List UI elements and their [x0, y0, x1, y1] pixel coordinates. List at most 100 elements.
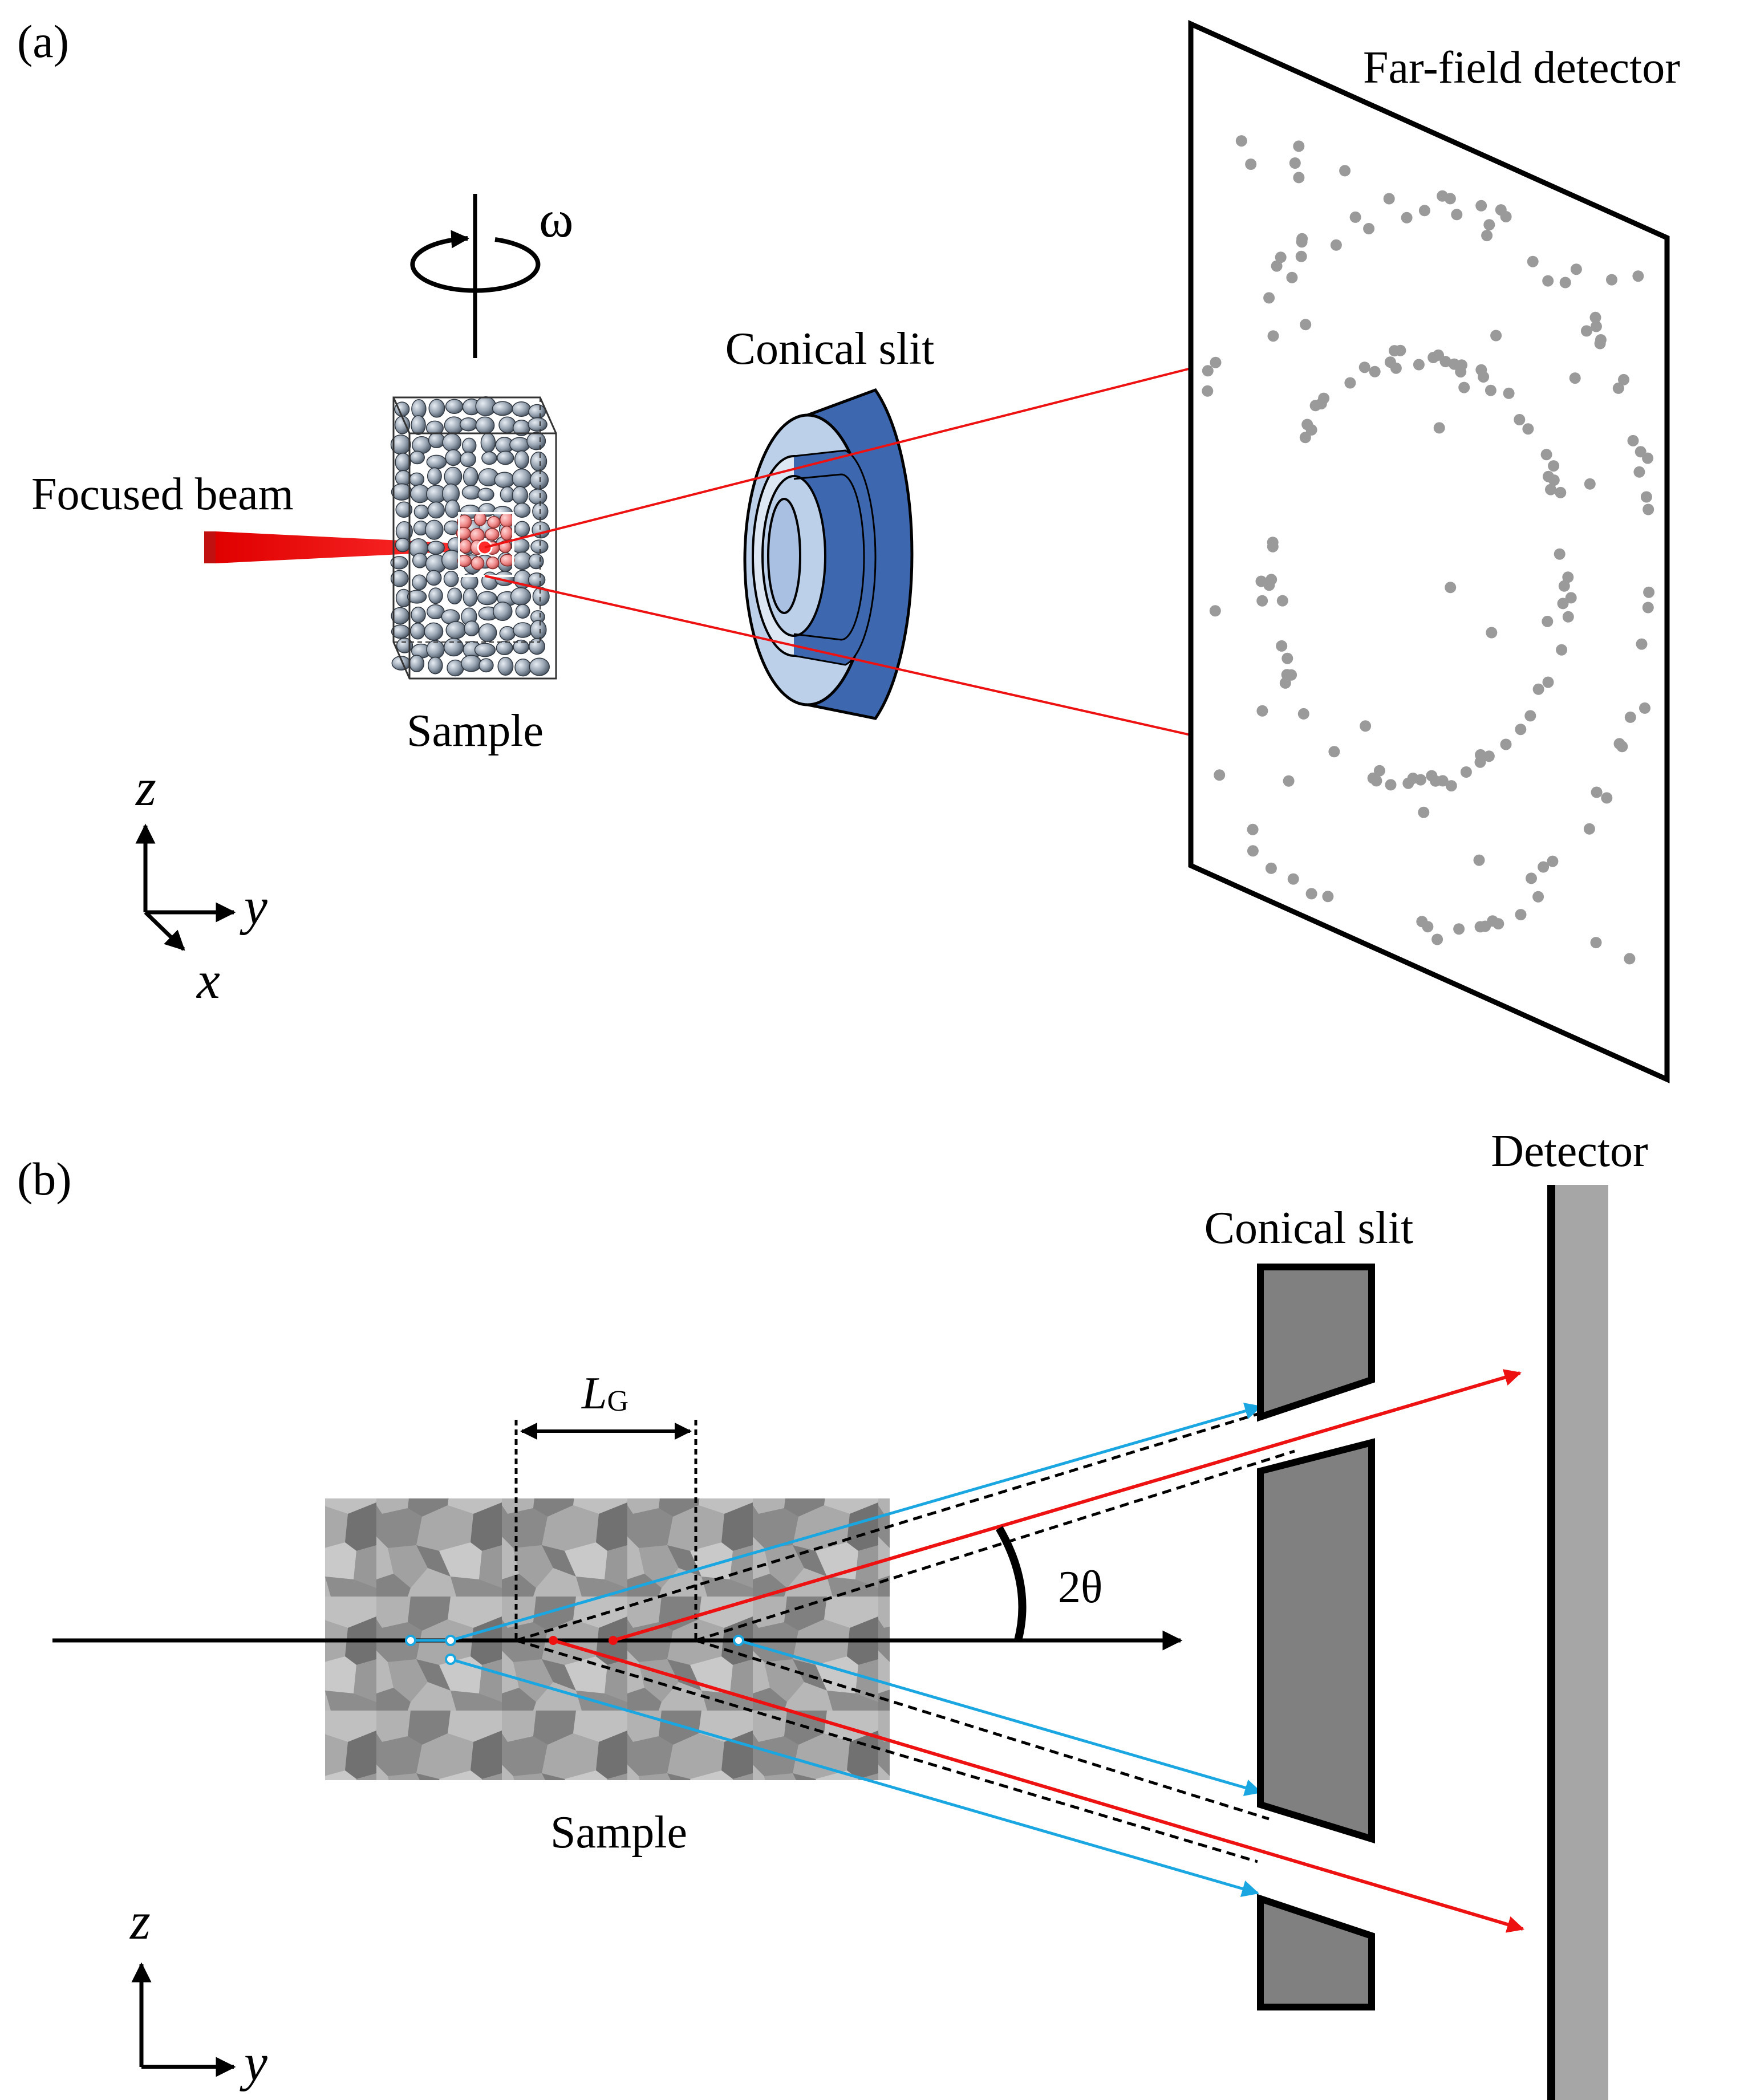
slit-block-top: [1257, 1264, 1375, 1422]
axes-a: z y x: [135, 758, 267, 1009]
grain: [447, 587, 463, 604]
conical-slit-label-b: Conical slit: [1204, 1203, 1414, 1253]
grain: [460, 452, 476, 468]
diffraction-spot: [1444, 193, 1456, 205]
diffraction-spot: [1636, 638, 1648, 650]
grain: [445, 499, 460, 518]
diffraction-spot: [1245, 159, 1257, 170]
diffraction-spot: [1385, 779, 1397, 791]
diffraction-spot: [1479, 920, 1491, 932]
diffraction-spot: [1293, 140, 1305, 152]
diffraction-spot: [1635, 446, 1646, 458]
diffraction-spot: [1548, 460, 1560, 472]
grain: [529, 470, 549, 490]
grain: [464, 620, 480, 636]
grain: [409, 655, 425, 672]
gauge-length: LG: [514, 1368, 697, 1642]
diffraction-spot: [1214, 769, 1226, 781]
diffraction-spot: [1522, 423, 1534, 435]
diffraction-spot: [1389, 345, 1400, 357]
diffraction-spot: [1373, 765, 1385, 777]
diffraction-spot: [1547, 855, 1559, 867]
diffraction-spot: [1202, 385, 1214, 397]
diffraction-spot: [1295, 250, 1307, 262]
diffraction-spot: [1584, 478, 1596, 490]
source-points: [405, 1635, 744, 1665]
grain: [477, 591, 497, 606]
diffraction-spot: [1209, 605, 1221, 617]
diffraction-spot: [1265, 862, 1277, 874]
grain: [444, 466, 463, 486]
diffraction-spot: [1413, 359, 1425, 371]
diffraction-spot: [1267, 541, 1279, 553]
diffraction-spot: [1299, 432, 1311, 444]
grain: [528, 572, 546, 588]
grain: [493, 602, 513, 622]
diffraction-spot: [1514, 414, 1526, 425]
grain: [395, 538, 411, 553]
grain: [515, 604, 530, 619]
diffraction-spot: [1583, 823, 1595, 835]
diffraction-spot: [1503, 387, 1515, 399]
grain: [390, 556, 408, 570]
diffraction-spot: [1532, 891, 1544, 903]
diffraction-spot: [1524, 710, 1536, 722]
diffraction-spot: [1612, 382, 1624, 394]
grain: [496, 640, 513, 656]
diffraction-spot: [1300, 319, 1312, 331]
grain: [513, 622, 533, 638]
sample-label-a: Sample: [407, 706, 544, 756]
sample-grains: [390, 396, 550, 677]
diffraction-spot: [1256, 595, 1268, 607]
diffraction-spot: [1555, 486, 1567, 498]
diffraction-spot: [1591, 786, 1603, 798]
gauge-length-label: LG: [581, 1368, 628, 1419]
diffraction-spot: [1370, 775, 1382, 787]
diffraction-spot: [1559, 277, 1571, 289]
diffraction-spot: [1426, 770, 1438, 782]
diffraction-spot: [1439, 356, 1451, 368]
diffraction-spot: [1627, 434, 1639, 446]
grain: [513, 502, 531, 518]
diffraction-spot: [1422, 921, 1434, 933]
illuminated-grain: [457, 554, 472, 567]
omega-symbol: ω: [539, 190, 574, 248]
focused-beam-label: Focused beam: [31, 469, 294, 519]
diffraction-spot: [1286, 271, 1298, 283]
diffraction-spot: [1339, 165, 1351, 177]
diffraction-spot: [1475, 200, 1487, 212]
diffraction-spot: [1349, 211, 1361, 223]
grain: [512, 468, 532, 489]
diffraction-spot: [1427, 352, 1439, 363]
diffraction-spot: [1632, 270, 1644, 282]
diffraction-spot: [1542, 275, 1554, 287]
grain: [530, 452, 548, 472]
slit-block-bottom: [1257, 1894, 1375, 2010]
diffraction-spot: [1289, 157, 1301, 169]
diffraction-spot: [1255, 575, 1267, 587]
grain: [428, 656, 443, 675]
diffraction-spots: [1202, 135, 1655, 965]
grain: [443, 637, 464, 657]
rotation-arrow-icon: [410, 230, 541, 293]
diffraction-spot: [1483, 219, 1495, 231]
diffraction-spot: [1297, 708, 1309, 720]
grain: [428, 432, 445, 449]
dashed-rays: [516, 1412, 1295, 1863]
diffraction-spot: [1276, 595, 1288, 607]
diffraction-spot: [1360, 720, 1372, 732]
diffraction-spot: [1601, 792, 1613, 804]
diffraction-spot: [1293, 172, 1305, 184]
diffraction-spot: [1402, 777, 1414, 789]
grain: [459, 417, 477, 432]
diffraction-spot: [1490, 330, 1502, 342]
diffraction-spot: [1633, 466, 1645, 478]
panel-b: (b) Sample LG: [17, 1126, 1648, 2100]
detector-frame: [1188, 20, 1670, 1083]
grain: [528, 417, 548, 432]
diffraction-spot: [1283, 775, 1295, 787]
diffraction-spot: [1328, 746, 1340, 758]
grain: [461, 485, 481, 500]
diffraction-spot: [1473, 854, 1485, 866]
